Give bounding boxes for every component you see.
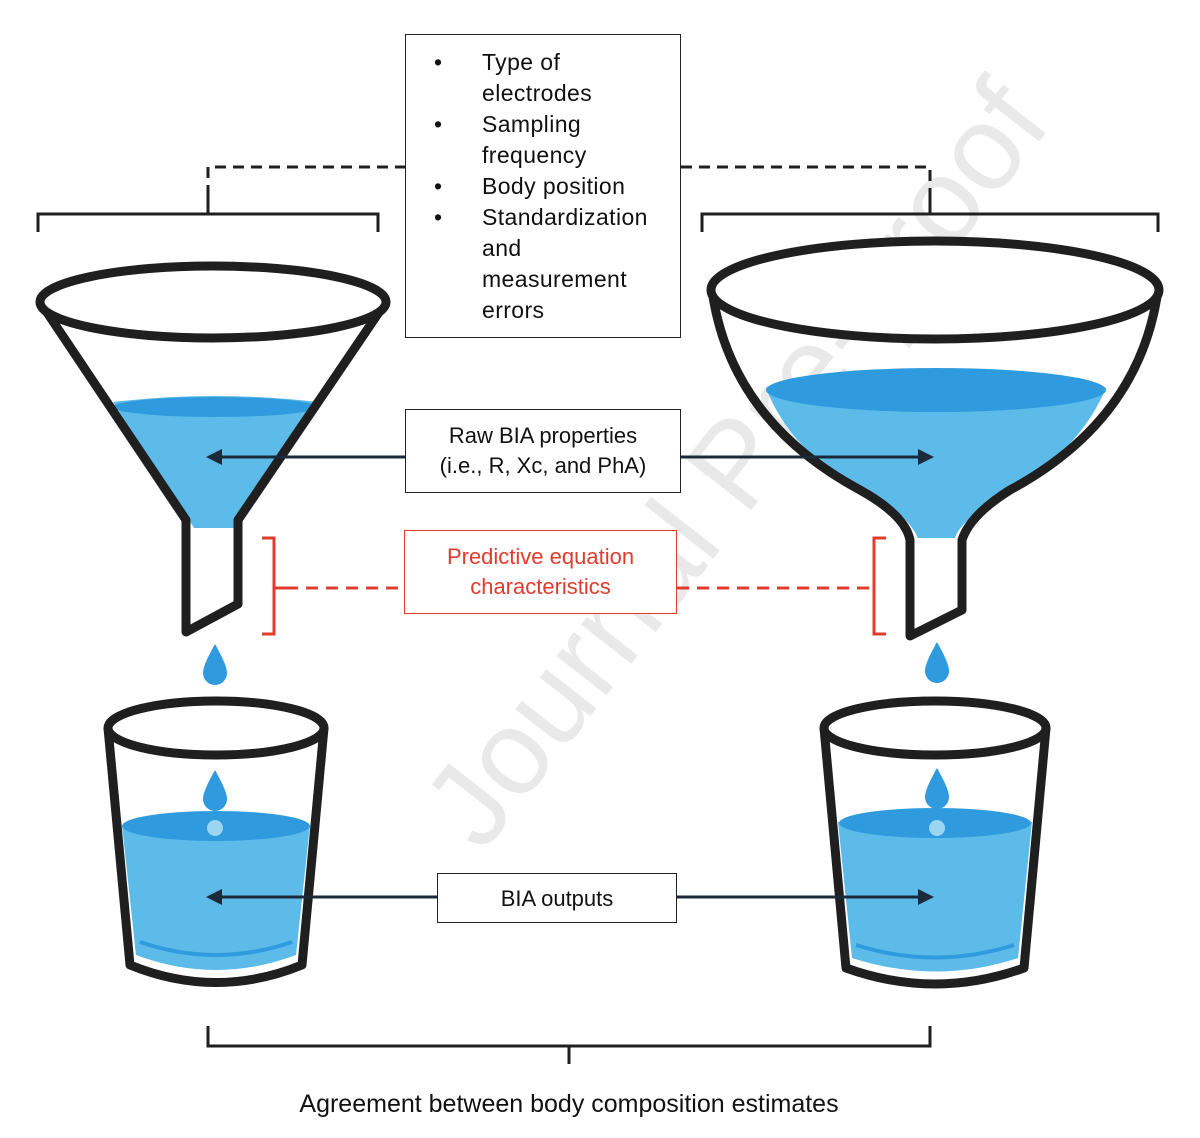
factor-text: and bbox=[482, 235, 522, 261]
bia-outputs-box: BIA outputs bbox=[437, 873, 677, 923]
factor-text: errors bbox=[482, 297, 545, 323]
raw-bia-subtitle: (i.e., R, Xc, and PhA) bbox=[439, 453, 647, 478]
predictive-equation-box: Predictive equation characteristics bbox=[404, 530, 677, 614]
right-top-bracket bbox=[700, 212, 1160, 232]
left-dashed-connector bbox=[206, 165, 405, 196]
factor-text: Sampling bbox=[482, 111, 582, 137]
left-red-bracket bbox=[262, 536, 276, 636]
raw-bia-title: Raw BIA properties bbox=[448, 423, 638, 448]
right-cup bbox=[819, 696, 1051, 989]
factor-text: Body position bbox=[482, 173, 626, 199]
left-cup bbox=[103, 696, 329, 987]
factor-text: Standardization bbox=[482, 204, 648, 230]
right-droplet-3 bbox=[925, 768, 949, 809]
factor-item-position: •Body position bbox=[434, 173, 626, 199]
caption: Agreement between body composition estim… bbox=[299, 1090, 839, 1118]
right-funnel bbox=[706, 236, 1164, 641]
raw-bia-box: Raw BIA properties (i.e., R, Xc, and PhA… bbox=[405, 409, 681, 493]
factor-text: measurement bbox=[482, 266, 628, 292]
predictive-subtitle: characteristics bbox=[470, 574, 611, 599]
right-red-bracket bbox=[872, 536, 886, 636]
left-top-bracket bbox=[36, 212, 380, 232]
bia-outputs-label: BIA outputs bbox=[500, 886, 614, 911]
bottom-bracket bbox=[206, 1026, 932, 1048]
left-funnel bbox=[35, 261, 391, 637]
factor-text: Type of bbox=[482, 49, 561, 75]
factor-text: frequency bbox=[482, 142, 587, 168]
right-dashed-connector bbox=[681, 165, 932, 196]
predictive-title: Predictive equation bbox=[446, 544, 635, 569]
right-droplet-1 bbox=[925, 642, 949, 683]
left-droplet-1 bbox=[203, 644, 227, 685]
factor-text: electrodes bbox=[482, 80, 593, 106]
left-droplet-3 bbox=[203, 770, 227, 811]
